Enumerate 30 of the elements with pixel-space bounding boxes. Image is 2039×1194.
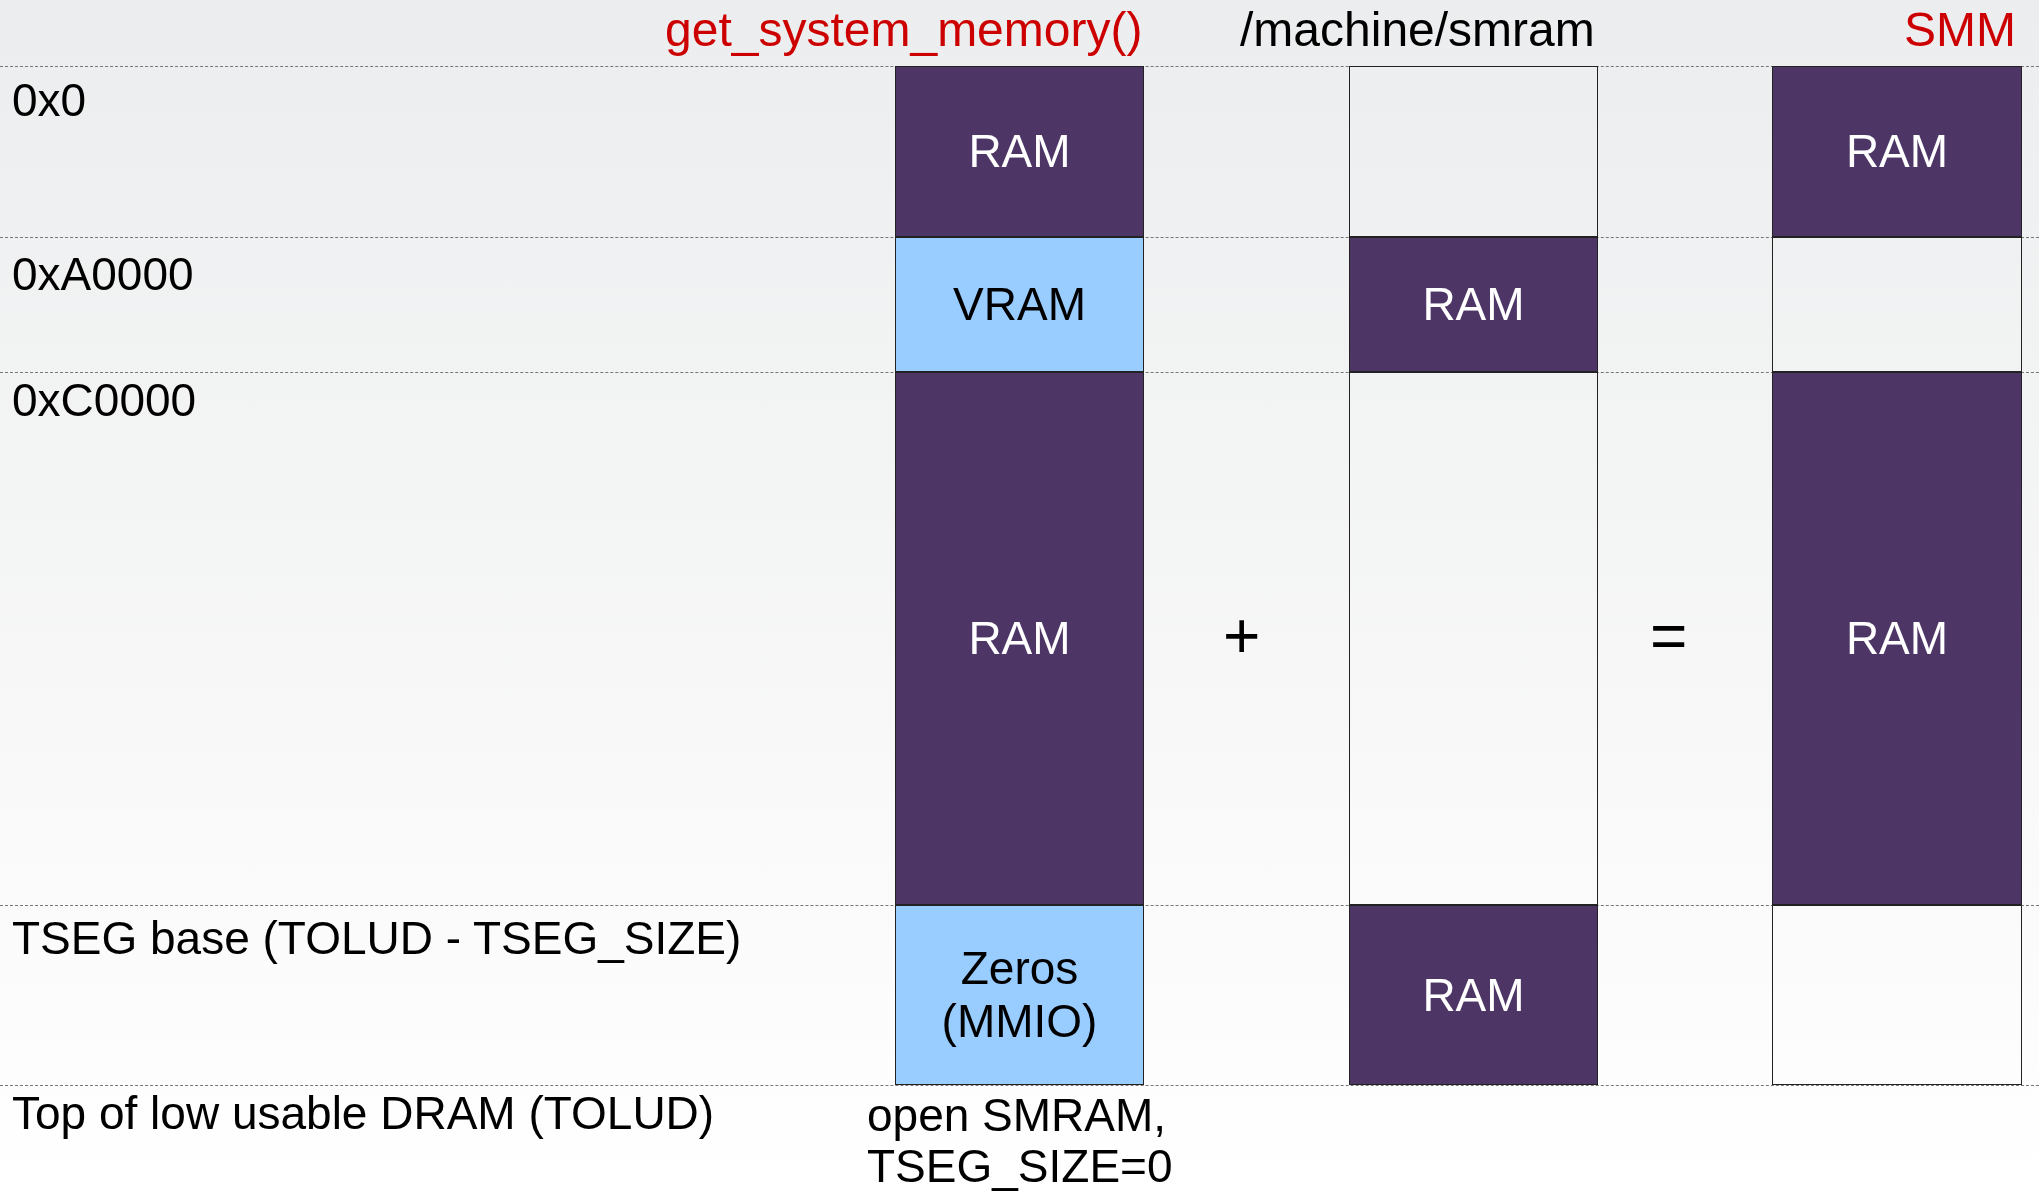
equals-sign: = — [1650, 600, 1688, 674]
address-label: 0xC0000 — [12, 374, 197, 427]
region-label: RAM — [1845, 125, 1949, 178]
memory-region-box — [895, 372, 1144, 905]
plus-sign: + — [1223, 600, 1261, 674]
address-label: Top of low usable DRAM (TOLUD) — [12, 1087, 715, 1140]
region-label: RAM — [968, 125, 1071, 178]
column-heading: /machine/smram — [1240, 2, 1595, 58]
memory-region-box — [895, 905, 1144, 1085]
address-label: 0x0 — [12, 74, 87, 127]
memory-region-box — [1349, 905, 1598, 1085]
region-label: RAM — [1422, 968, 1525, 1022]
address-label: TSEG base (TOLUD - TSEG_SIZE) — [12, 912, 742, 965]
empty-region-box — [1349, 66, 1598, 237]
memory-region-box — [895, 237, 1144, 372]
region-label: VRAM — [953, 278, 1086, 331]
note-text: open SMRAM, TSEG_SIZE=0 — [867, 1090, 1174, 1192]
region-label: Zeros (MMIO) — [940, 942, 1099, 1048]
column-heading: get_system_memory() — [665, 2, 1143, 58]
memory-region-box — [895, 66, 1144, 237]
column-heading: SMM — [1904, 2, 2016, 58]
region-label: RAM — [1845, 612, 1949, 665]
address-label: 0xA0000 — [12, 248, 194, 301]
memory-region-box — [1772, 372, 2022, 905]
region-label: RAM — [968, 612, 1071, 665]
empty-region-box — [1772, 237, 2022, 372]
memory-region-box — [1349, 237, 1598, 372]
memory-region-box — [1772, 66, 2022, 237]
empty-region-box — [1772, 905, 2022, 1085]
region-label: RAM — [1422, 278, 1525, 331]
